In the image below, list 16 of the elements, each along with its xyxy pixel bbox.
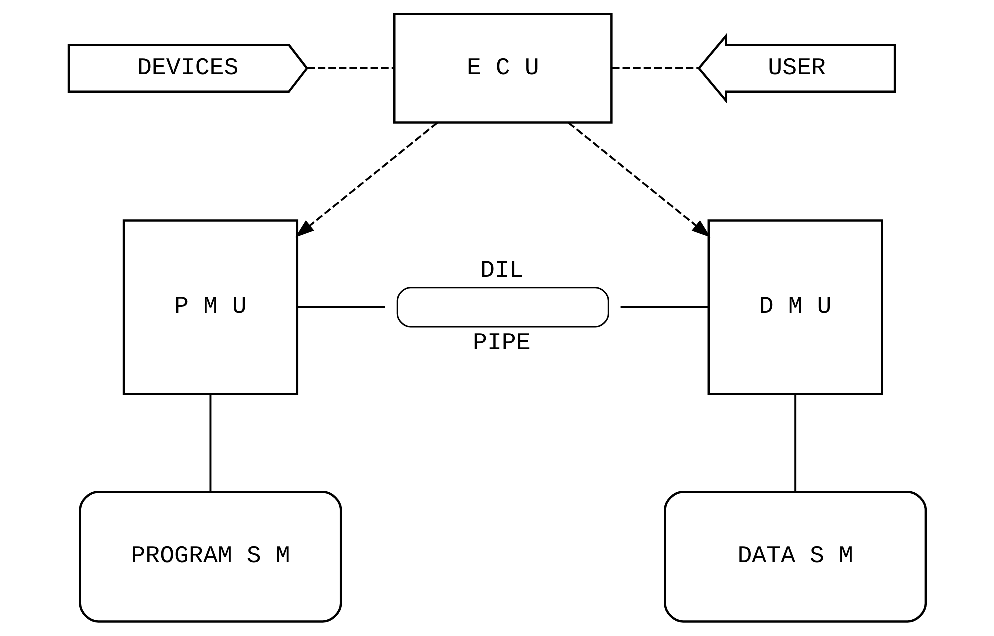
node-box: P M U (122, 220, 298, 396)
node-box: D M U (707, 220, 883, 396)
arrow (568, 122, 710, 238)
node-box (396, 287, 609, 328)
arrow (294, 122, 438, 238)
node-box: DATA S M (664, 490, 927, 623)
connector (297, 306, 385, 308)
node-box: PROGRAM S M (78, 490, 342, 623)
connector (612, 68, 698, 70)
connector (794, 394, 796, 492)
connector (209, 394, 212, 492)
connector (620, 306, 708, 308)
connector (306, 68, 394, 70)
node-label: PIPE (472, 330, 530, 358)
node-label: DIL (480, 258, 524, 285)
node-box: E C U (393, 13, 612, 124)
